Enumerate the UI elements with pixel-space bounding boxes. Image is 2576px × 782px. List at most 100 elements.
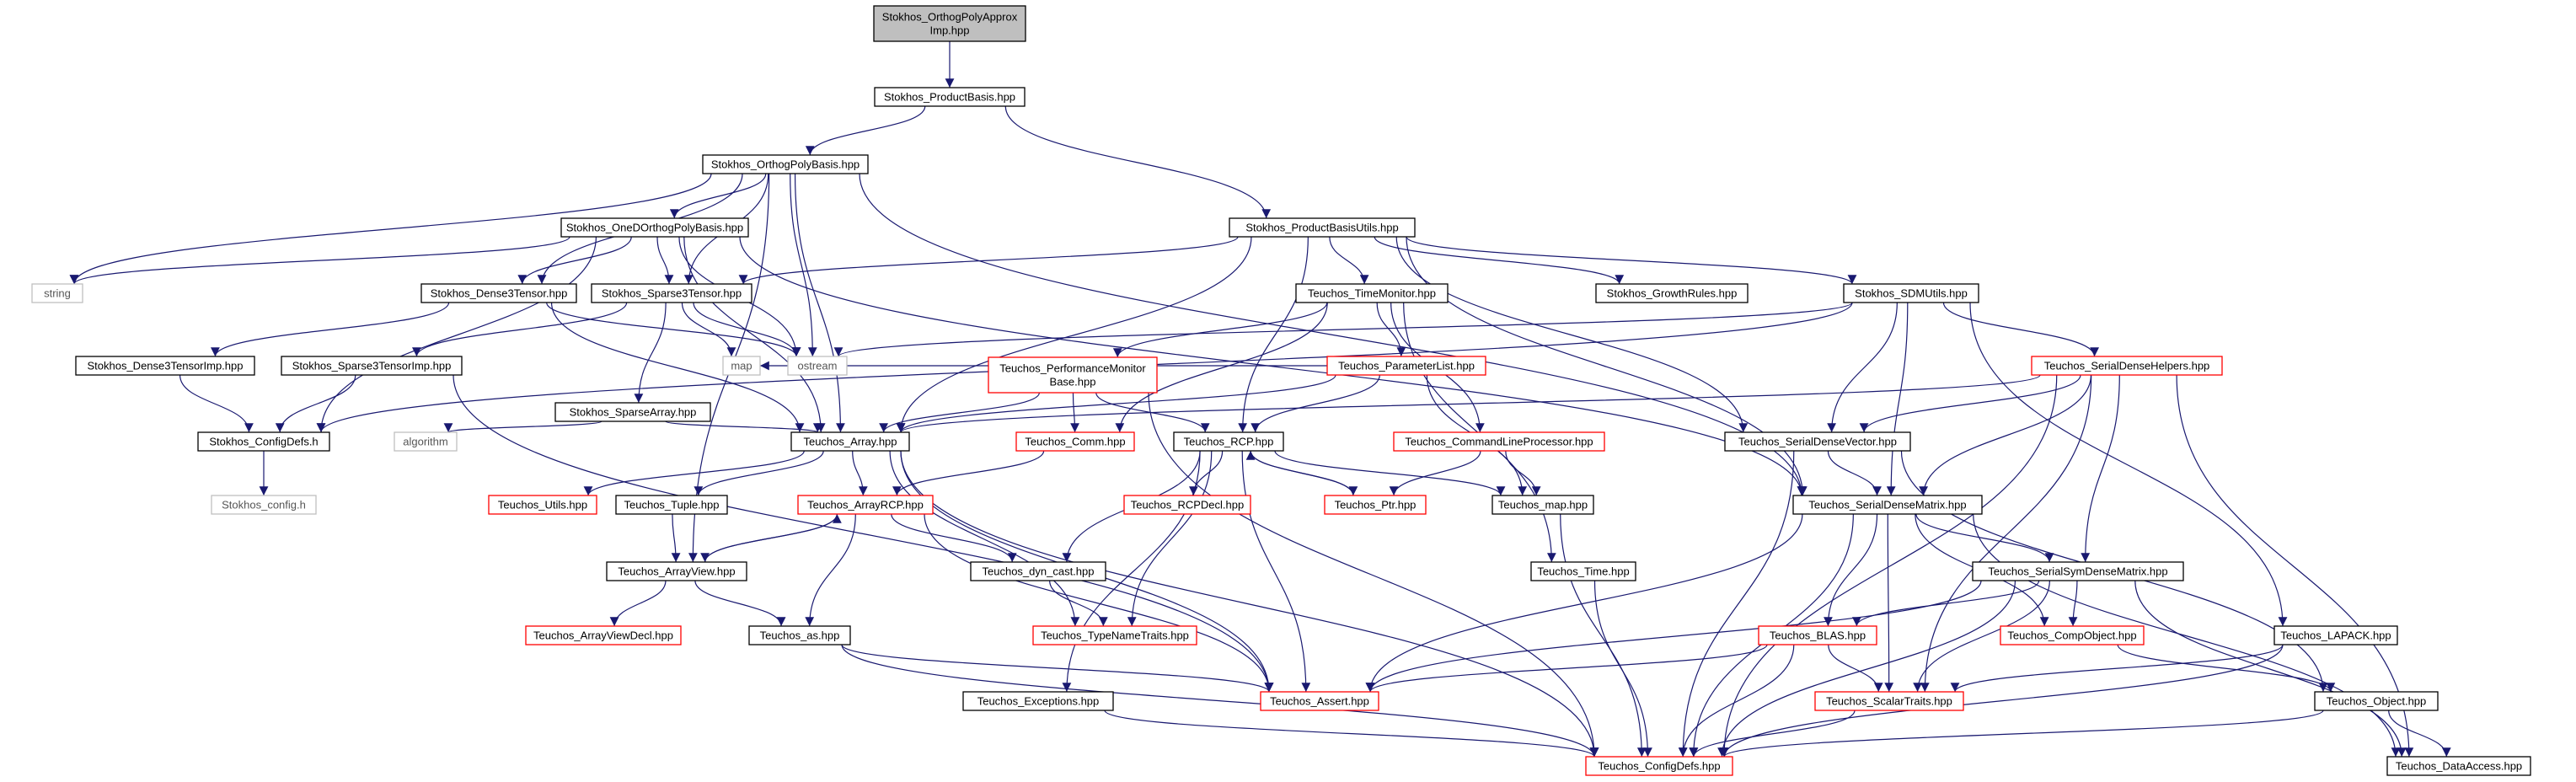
node-box xyxy=(554,402,711,422)
edge-sdmutils-to-ostream xyxy=(834,302,1853,357)
node-serialdensematrix[interactable]: Teuchos_SerialDenseMatrix.hpp xyxy=(1792,495,1983,515)
node-label: Teuchos_SerialSymDenseMatrix.hpp xyxy=(1988,565,2167,578)
node-box xyxy=(1585,756,1733,776)
node-arrayview[interactable]: Teuchos_ArrayView.hpp xyxy=(606,561,747,581)
node-label: Teuchos_DataAccess.hpp xyxy=(2396,760,2522,773)
node-label: Teuchos_Tuple.hpp xyxy=(624,499,720,512)
edge-sdmutils-to-serialdensehelpers xyxy=(1942,302,2099,357)
node-configdefs_h[interactable]: Stokhos_ConfigDefs.h xyxy=(197,431,330,452)
node-utils[interactable]: Teuchos_Utils.hpp xyxy=(488,495,597,515)
node-sdmutils[interactable]: Stokhos_SDMUtils.hpp xyxy=(1843,283,1979,303)
node-box xyxy=(874,87,1026,107)
node-box xyxy=(873,5,1026,42)
node-productbasisutils[interactable]: Stokhos_ProductBasisUtils.hpp xyxy=(1229,217,1416,238)
node-box xyxy=(2386,756,2531,776)
node-serialdensevector[interactable]: Teuchos_SerialDenseVector.hpp xyxy=(1724,431,1911,452)
node-map: map xyxy=(722,356,761,376)
node-as[interactable]: Teuchos_as.hpp xyxy=(748,625,851,645)
node-label: Teuchos_as.hpp xyxy=(760,629,840,642)
edge-blas-to-assert xyxy=(1365,644,1768,693)
node-dense3tensorimp[interactable]: Stokhos_Dense3TensorImp.hpp xyxy=(75,356,255,376)
node-sparse3tensor[interactable]: Stokhos_Sparse3Tensor.hpp xyxy=(591,283,752,303)
edge-serialdensevector-to-serialdensematrix xyxy=(1827,450,1882,496)
node-box xyxy=(394,431,458,452)
node-timemonitor[interactable]: Teuchos_TimeMonitor.hpp xyxy=(1295,283,1449,303)
node-box xyxy=(1492,495,1594,515)
node-box xyxy=(1530,561,1636,581)
node-box xyxy=(2314,691,2439,711)
node-scalartraits[interactable]: Teuchos_ScalarTraits.hpp xyxy=(1814,691,1964,711)
edge-sparse3tensor-to-sparse3tensorimp xyxy=(412,302,628,357)
node-box xyxy=(281,356,463,376)
node-object[interactable]: Teuchos_Object.hpp xyxy=(2314,691,2439,711)
node-rcpdecl[interactable]: Teuchos_RCPDecl.hpp xyxy=(1123,495,1251,515)
edge-serialsymdense-to-blas xyxy=(1852,580,2040,627)
node-tuple[interactable]: Teuchos_Tuple.hpp xyxy=(615,495,728,515)
node-configdefs_hpp[interactable]: Teuchos_ConfigDefs.hpp xyxy=(1585,756,1733,776)
node-ttime[interactable]: Teuchos_Time.hpp xyxy=(1530,561,1636,581)
node-label: Stokhos_SDMUtils.hpp xyxy=(1855,287,1968,300)
edge-sparsearray-to-array xyxy=(665,420,822,433)
edge-productbasisutils-to-growthrules xyxy=(1374,236,1625,285)
node-box xyxy=(1595,283,1749,303)
node-dataaccess[interactable]: Teuchos_DataAccess.hpp xyxy=(2386,756,2531,776)
node-sparsearray[interactable]: Stokhos_SparseArray.hpp xyxy=(554,402,711,422)
node-serialdensehelpers[interactable]: Teuchos_SerialDenseHelpers.hpp xyxy=(2031,356,2223,376)
node-ptr[interactable]: Teuchos_Ptr.hpp xyxy=(1324,495,1427,515)
edge-as-to-configdefs_hpp xyxy=(841,644,1599,758)
edge-as-to-assert xyxy=(841,644,1274,693)
node-sparse3tensorimp[interactable]: Stokhos_Sparse3TensorImp.hpp xyxy=(281,356,463,376)
node-box xyxy=(1792,495,1983,515)
edge-lapack-to-scalartraits xyxy=(1950,644,2284,693)
edge-sparse3tensorimp-to-assert xyxy=(453,374,1274,693)
edge-onedorthog-to-string xyxy=(69,236,570,285)
node-dyncast[interactable]: Teuchos_dyn_cast.hpp xyxy=(970,561,1106,581)
node-arrayrcp[interactable]: Teuchos_ArrayRCP.hpp xyxy=(797,495,934,515)
node-cmdline[interactable]: Teuchos_CommandLineProcessor.hpp xyxy=(1393,431,1605,452)
node-growthrules[interactable]: Stokhos_GrowthRules.hpp xyxy=(1595,283,1749,303)
edge-perfmonitor-to-comm xyxy=(1070,392,1079,433)
node-rcp[interactable]: Teuchos_RCP.hpp xyxy=(1173,431,1284,452)
node-compobject[interactable]: Teuchos_CompObject.hpp xyxy=(2000,625,2145,645)
node-orthogpolybasis[interactable]: Stokhos_OrthogPolyBasis.hpp xyxy=(702,154,869,174)
node-array[interactable]: Teuchos_Array.hpp xyxy=(790,431,910,452)
node-blas[interactable]: Teuchos_BLAS.hpp xyxy=(1758,625,1877,645)
node-label: Teuchos_PerformanceMonitor xyxy=(999,362,1146,375)
node-label: Teuchos_Time.hpp xyxy=(1537,565,1629,578)
node-exceptions[interactable]: Teuchos_Exceptions.hpp xyxy=(962,691,1114,711)
node-arrayviewdecl[interactable]: Teuchos_ArrayViewDecl.hpp xyxy=(525,625,682,645)
node-tmap[interactable]: Teuchos_map.hpp xyxy=(1492,495,1594,515)
node-label: Teuchos_BLAS.hpp xyxy=(1770,629,1866,642)
edge-array-to-typenametraits xyxy=(889,450,1080,627)
edge-productbasis-to-orthogpolybasis xyxy=(805,105,926,156)
edge-rcp-to-typenametraits xyxy=(1127,450,1213,627)
edge-serialdensematrix-to-serialsymdense xyxy=(1915,513,2054,563)
edge-tmap-to-configdefs_hpp xyxy=(1560,513,1647,758)
node-label: map xyxy=(731,360,752,372)
node-comm[interactable]: Teuchos_Comm.hpp xyxy=(1015,431,1135,452)
node-productbasis[interactable]: Stokhos_ProductBasis.hpp xyxy=(874,87,1026,107)
edge-arrayrcp-to-assert xyxy=(924,513,1274,693)
node-box xyxy=(1324,495,1427,515)
edge-object-to-configdefs_hpp xyxy=(1719,710,2324,758)
node-assert[interactable]: Teuchos_Assert.hpp xyxy=(1260,691,1379,711)
node-label: Teuchos_Assert.hpp xyxy=(1270,695,1369,708)
node-lapack[interactable]: Teuchos_LAPACK.hpp xyxy=(2273,625,2398,645)
node-onedorthog[interactable]: Stokhos_OneDOrthogPolyBasis.hpp xyxy=(560,217,749,238)
node-parameterlist[interactable]: Teuchos_ParameterList.hpp xyxy=(1326,356,1486,376)
node-label: Teuchos_ParameterList.hpp xyxy=(1338,360,1475,372)
node-label: Stokhos_Dense3TensorImp.hpp xyxy=(87,360,243,372)
edge-arrayview-to-arrayviewdecl xyxy=(609,580,667,627)
edge-arrayview-to-as xyxy=(694,580,786,627)
node-label: Teuchos_Comm.hpp xyxy=(1025,436,1125,448)
edge-onedorthog-to-array xyxy=(683,236,826,433)
node-typenametraits[interactable]: Teuchos_TypeNameTraits.hpp xyxy=(1032,625,1197,645)
node-dense3tensor[interactable]: Stokhos_Dense3Tensor.hpp xyxy=(420,283,577,303)
edge-sparse3tensor-to-map xyxy=(681,302,736,357)
node-box xyxy=(560,217,749,238)
node-box xyxy=(722,356,761,376)
node-box xyxy=(1015,431,1135,452)
node-serialsymdense[interactable]: Teuchos_SerialSymDenseMatrix.hpp xyxy=(1972,561,2184,581)
